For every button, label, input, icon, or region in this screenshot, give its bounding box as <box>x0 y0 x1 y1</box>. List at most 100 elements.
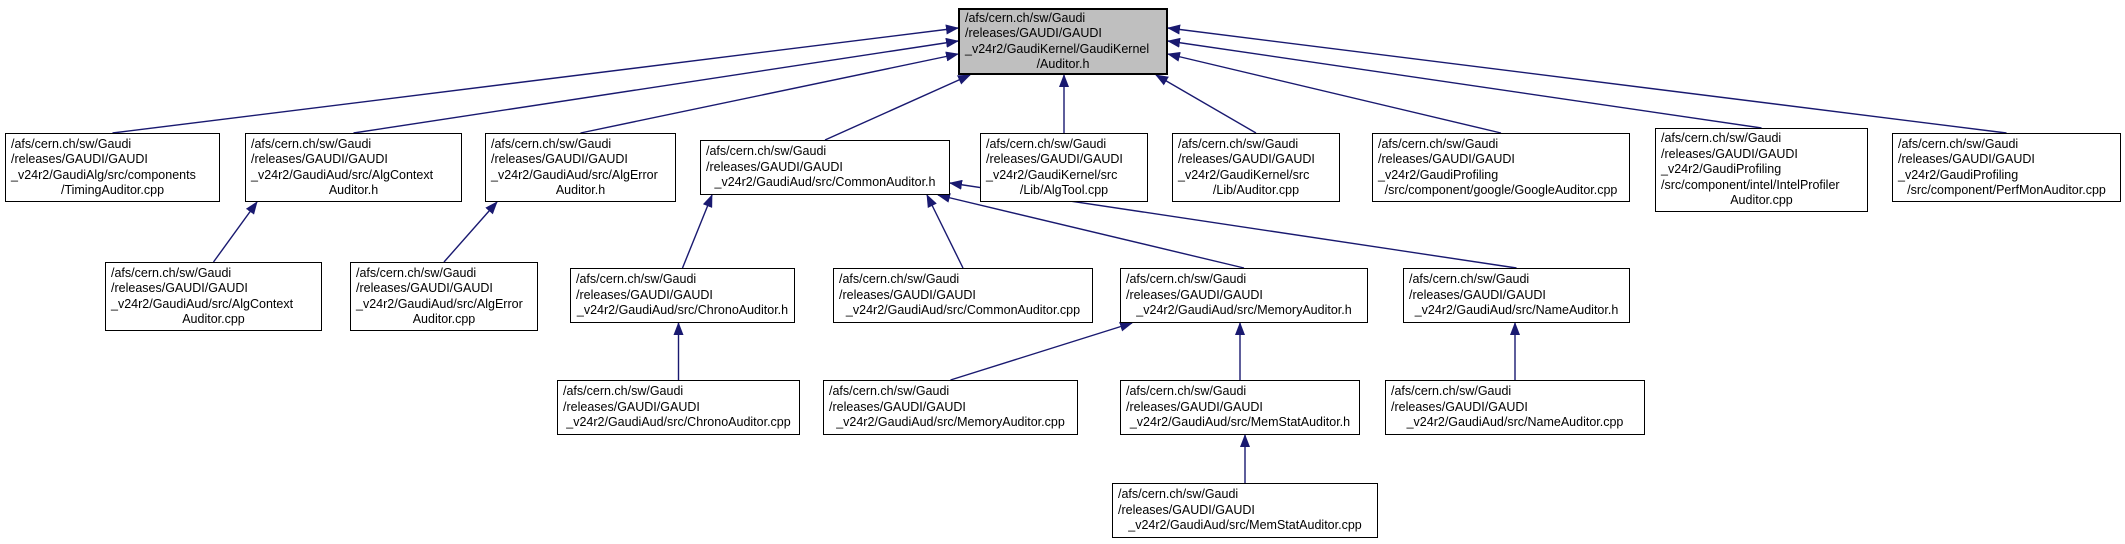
node-label-line: /Lib/AlgTool.cpp <box>1019 183 1109 197</box>
node-label-line: Auditor.cpp <box>1730 193 1793 208</box>
node-label-line: /releases/GAUDI/GAUDI <box>491 152 628 166</box>
node-label-line: /releases/GAUDI/GAUDI <box>356 281 493 295</box>
graph-node-memory_cpp[interactable]: /afs/cern.ch/sw/Gaudi/releases/GAUDI/GAU… <box>823 380 1078 435</box>
graph-node-google_cpp[interactable]: /afs/cern.ch/sw/Gaudi/releases/GAUDI/GAU… <box>1372 133 1630 202</box>
node-label-line: _v24r2/GaudiAud/src/AlgContext <box>111 296 294 311</box>
node-label-line: /releases/GAUDI/GAUDI <box>1118 502 1255 517</box>
node-label-line: /afs/cern.ch/sw/Gaudi <box>1126 384 1247 399</box>
node-label-line: _v24r2/GaudiAud/src/AlgError <box>356 296 523 311</box>
node-label-line: Auditor.h <box>328 183 379 197</box>
graph-node-auditor_h: /afs/cern.ch/sw/Gaudi/releases/GAUDI/GAU… <box>958 8 1168 75</box>
graph-node-common_cpp[interactable]: /afs/cern.ch/sw/Gaudi/releases/GAUDI/GAU… <box>833 268 1093 323</box>
node-label-line: /afs/cern.ch/sw/Gaudi <box>1118 487 1239 502</box>
graph-node-common_h[interactable]: /afs/cern.ch/sw/Gaudi/releases/GAUDI/GAU… <box>700 140 950 195</box>
node-label-line: _v24r2/GaudiAud/src/AlgContext <box>251 167 434 182</box>
graph-node-algtool_cpp[interactable]: /afs/cern.ch/sw/Gaudi/releases/GAUDI/GAU… <box>980 133 1148 202</box>
node-label-line: _v24r2/GaudiAud/src/AlgError <box>491 167 658 182</box>
node-label-line: _v24r2/GaudiAud/src/ChronoAuditor.h <box>576 303 789 318</box>
node-label-line: Auditor.cpp <box>412 312 476 326</box>
node-label-line: /releases/GAUDI/GAUDI <box>706 159 843 174</box>
node-label-line: /releases/GAUDI/GAUDI <box>1391 399 1528 414</box>
graph-node-name_h[interactable]: /afs/cern.ch/sw/Gaudi/releases/GAUDI/GAU… <box>1403 268 1630 323</box>
node-label-line: _v24r2/GaudiProfiling <box>1898 167 2019 182</box>
node-label-line: /TimingAuditor.cpp <box>60 183 165 197</box>
node-label-line: /src/component/PerfMonAuditor.cpp <box>1907 183 2106 197</box>
graph-node-algcontext_cpp[interactable]: /afs/cern.ch/sw/Gaudi/releases/GAUDI/GAU… <box>105 262 322 331</box>
node-label-line: /afs/cern.ch/sw/Gaudi <box>11 136 132 151</box>
node-label-line: _v24r2/GaudiAud/src/MemoryAuditor.h <box>1136 303 1352 318</box>
include-edge-chrono_h-to-common_h <box>681 194 713 269</box>
graph-node-chrono_cpp[interactable]: /afs/cern.ch/sw/Gaudi/releases/GAUDI/GAU… <box>557 380 800 435</box>
node-label-line: _v24r2/GaudiAlg/src/components <box>11 167 196 182</box>
node-label-line: /releases/GAUDI/GAUDI <box>11 152 148 166</box>
graph-node-memstat_cpp[interactable]: /afs/cern.ch/sw/Gaudi/releases/GAUDI/GAU… <box>1112 483 1378 538</box>
node-label-line: /releases/GAUDI/GAUDI <box>1378 152 1515 166</box>
node-label-line: /afs/cern.ch/sw/Gaudi <box>839 272 960 287</box>
include-edge-perfmon_cpp-to-auditor_h <box>1167 24 2007 134</box>
node-label-line: /afs/cern.ch/sw/Gaudi <box>1409 272 1530 287</box>
node-label-line: _v24r2/GaudiAud/src/ChronoAuditor.cpp <box>566 415 791 430</box>
node-label-line: /releases/GAUDI/GAUDI <box>1126 287 1263 302</box>
node-label-line: /afs/cern.ch/sw/Gaudi <box>111 265 232 280</box>
node-label-line: _v24r2/GaudiKernel/src <box>986 167 1118 182</box>
node-label-line: /releases/GAUDI/GAUDI <box>251 152 388 166</box>
graph-node-auditor_cpp[interactable]: /afs/cern.ch/sw/Gaudi/releases/GAUDI/GAU… <box>1172 133 1340 202</box>
node-label-line: _v24r2/GaudiAud/src/CommonAuditor.cpp <box>845 303 1081 318</box>
graph-node-memory_h[interactable]: /afs/cern.ch/sw/Gaudi/releases/GAUDI/GAU… <box>1120 268 1368 323</box>
node-label-line: /Lib/Auditor.cpp <box>1212 183 1300 197</box>
include-edge-google_cpp-to-auditor_h <box>1167 51 1502 134</box>
node-label-line: /releases/GAUDI/GAUDI <box>1126 399 1263 414</box>
node-label-line: _v24r2/GaudiKernel/src <box>1178 167 1310 182</box>
node-label-line: _v24r2/GaudiKernel/GaudiKernel <box>965 41 1150 56</box>
node-label-line: /releases/GAUDI/GAUDI <box>829 399 966 414</box>
node-label-line: /releases/GAUDI/GAUDI <box>1178 152 1315 166</box>
node-label-line: /afs/cern.ch/sw/Gaudi <box>965 10 1086 25</box>
include-edge-auditor_cpp-to-auditor_h <box>1155 74 1257 134</box>
include-edge-algcontext_h-to-auditor_h <box>353 37 959 134</box>
node-label-line: /afs/cern.ch/sw/Gaudi <box>1178 136 1299 151</box>
graph-node-chrono_h[interactable]: /afs/cern.ch/sw/Gaudi/releases/GAUDI/GAU… <box>570 268 795 323</box>
graph-node-name_cpp[interactable]: /afs/cern.ch/sw/Gaudi/releases/GAUDI/GAU… <box>1385 380 1645 435</box>
node-label-line: /releases/GAUDI/GAUDI <box>986 152 1123 166</box>
include-edge-algerror_h-to-auditor_h <box>580 51 959 134</box>
graph-node-algerror_cpp[interactable]: /afs/cern.ch/sw/Gaudi/releases/GAUDI/GAU… <box>350 262 538 331</box>
graph-node-algcontext_h[interactable]: /afs/cern.ch/sw/Gaudi/releases/GAUDI/GAU… <box>245 133 462 202</box>
node-label-line: /afs/cern.ch/sw/Gaudi <box>356 265 477 280</box>
graph-node-timing_cpp[interactable]: /afs/cern.ch/sw/Gaudi/releases/GAUDI/GAU… <box>5 133 220 202</box>
include-edge-algerror_cpp-to-algerror_h <box>443 201 498 263</box>
node-label-line: /releases/GAUDI/GAUDI <box>111 281 248 295</box>
node-label-line: _v24r2/GaudiAud/src/MemoryAuditor.cpp <box>836 415 1065 430</box>
node-label-line: /afs/cern.ch/sw/Gaudi <box>1661 131 1782 146</box>
node-label-line: _v24r2/GaudiAud/src/MemStatAuditor.cpp <box>1128 518 1362 533</box>
node-label-line: /afs/cern.ch/sw/Gaudi <box>491 136 612 151</box>
node-label-line: _v24r2/GaudiProfiling <box>1661 162 1782 177</box>
node-label-line: /afs/cern.ch/sw/Gaudi <box>563 384 684 399</box>
graph-node-perfmon_cpp[interactable]: /afs/cern.ch/sw/Gaudi/releases/GAUDI/GAU… <box>1892 133 2121 202</box>
node-label-line: _v24r2/GaudiAud/src/NameAuditor.h <box>1414 303 1619 318</box>
node-label-line: Auditor.cpp <box>182 312 245 326</box>
node-label-line: _v24r2/GaudiAud/src/CommonAuditor.h <box>714 175 936 190</box>
node-label-line: /releases/GAUDI/GAUDI <box>576 287 713 302</box>
node-label-line: /src/component/intel/IntelProfiler <box>1661 177 1840 192</box>
graph-node-intel_cpp[interactable]: /afs/cern.ch/sw/Gaudi/releases/GAUDI/GAU… <box>1655 128 1868 212</box>
include-edge-algcontext_cpp-to-algcontext_h <box>212 201 258 263</box>
node-label-line: /releases/GAUDI/GAUDI <box>1898 152 2035 166</box>
include-edge-memory_cpp-to-memory_h <box>950 321 1133 381</box>
node-label-line: /releases/GAUDI/GAUDI <box>563 399 700 414</box>
graph-node-algerror_h[interactable]: /afs/cern.ch/sw/Gaudi/releases/GAUDI/GAU… <box>485 133 676 202</box>
node-label-line: /releases/GAUDI/GAUDI <box>1409 287 1546 302</box>
include-edge-common_h-to-auditor_h <box>824 74 971 141</box>
node-label-line: /afs/cern.ch/sw/Gaudi <box>251 136 372 151</box>
node-label-line: /afs/cern.ch/sw/Gaudi <box>986 136 1107 151</box>
node-label-line: /afs/cern.ch/sw/Gaudi <box>1898 136 2019 151</box>
include-edge-timing_cpp-to-auditor_h <box>112 24 959 134</box>
node-label-line: Auditor.h <box>555 183 606 197</box>
node-label-line: _v24r2/GaudiProfiling <box>1378 167 1499 182</box>
node-label-line: /Auditor.h <box>1036 57 1090 71</box>
node-label-line: /src/component/google/GoogleAuditor.cpp <box>1384 183 1618 197</box>
graph-node-memstat_h[interactable]: /afs/cern.ch/sw/Gaudi/releases/GAUDI/GAU… <box>1120 380 1360 435</box>
include-edge-memory_h-to-common_h <box>937 192 1245 269</box>
node-label-line: /afs/cern.ch/sw/Gaudi <box>576 272 697 287</box>
node-label-line: /afs/cern.ch/sw/Gaudi <box>1391 384 1512 399</box>
